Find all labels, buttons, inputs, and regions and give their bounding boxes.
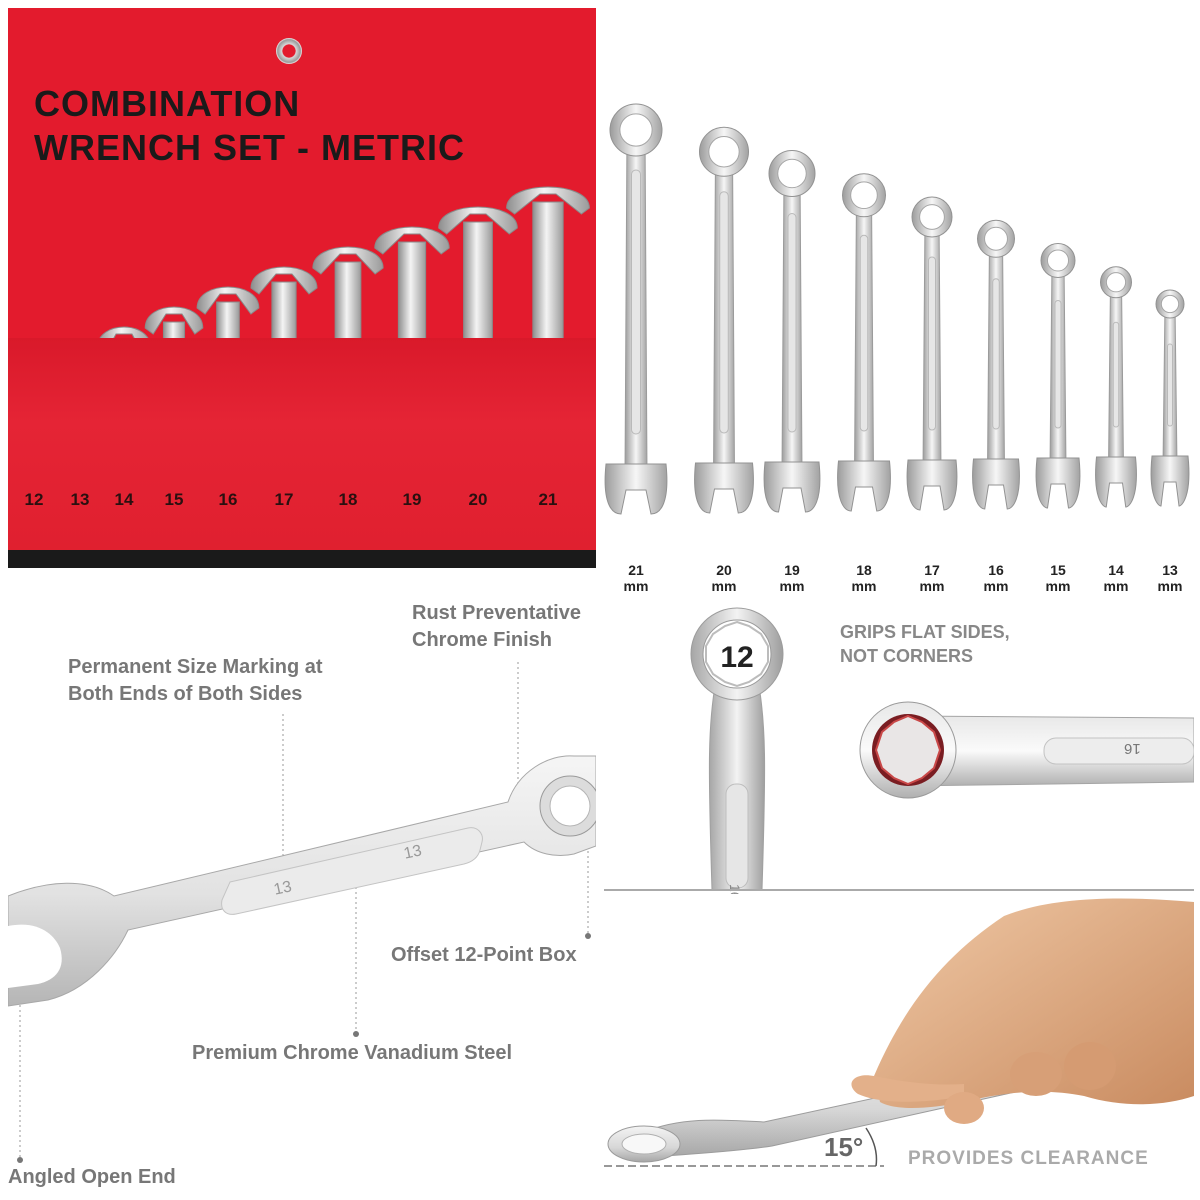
row-wrench-14 <box>1095 266 1137 508</box>
size-unit: mm <box>779 578 805 594</box>
size-value: 14 <box>1108 562 1124 578</box>
size-unit: mm <box>623 578 649 594</box>
row-wrench-19 <box>763 150 821 513</box>
steel-label: Premium Chrome Vanadium Steel <box>192 1042 513 1064</box>
pocket-label-15: 15 <box>164 490 184 509</box>
grip-text: GRIPS FLAT SIDES, NOT CORNERS <box>840 620 1010 668</box>
pocket-label-21: 21 <box>538 490 558 509</box>
hand-illustration <box>604 898 1194 1167</box>
clearance-panel: 15° PROVIDES CLEARANCE <box>604 896 1194 1196</box>
roll-title-line1: COMBINATION <box>34 83 301 124</box>
size-value: 19 <box>784 562 800 578</box>
size-value: 18 <box>856 562 872 578</box>
roll-wrench-20 <box>438 206 518 353</box>
grip-illustration: 16 <box>604 607 1194 894</box>
size-unit: mm <box>1103 578 1129 594</box>
row-wrench-15 <box>1035 243 1081 509</box>
angle-label: 15° <box>824 1132 864 1162</box>
row-wrench-13 <box>1150 289 1190 507</box>
clearance-label: PROVIDES CLEARANCE <box>908 1148 1149 1169</box>
row-wrench-20 <box>694 126 754 514</box>
size-value: 17 <box>924 562 940 578</box>
pocket-label-14: 14 <box>114 490 134 509</box>
size-mark: 13 <box>272 878 294 899</box>
pocket-label-19: 19 <box>402 490 422 509</box>
size-unit: mm <box>711 578 737 594</box>
size-value: 13 <box>1162 562 1178 578</box>
roll-binding <box>8 550 596 568</box>
grip-panel: 16 12 GRIPS FLAT SIDES, NOT CORNERS 16 <box>604 604 1194 894</box>
row-wrench-18 <box>837 173 891 512</box>
pocket-label-16: 16 <box>218 490 238 509</box>
roll-wrench-19 <box>374 226 450 353</box>
marking-label-line1: Permanent Size Marking at <box>68 656 323 678</box>
marking-label-line2: Both Ends of Both Sides <box>68 683 303 705</box>
size-unit: mm <box>919 578 945 594</box>
pocket-label-13: 13 <box>70 490 90 509</box>
roll-wrench-21 <box>506 186 590 353</box>
angled-label: Angled Open End <box>8 1166 176 1188</box>
grip-text-line2: NOT CORNERS <box>840 646 974 666</box>
size-mark-2: 13 <box>402 842 424 863</box>
grip-mark-horizontal: 16 <box>1124 740 1141 757</box>
pocket-label-17: 17 <box>274 490 294 509</box>
offset-box-label: Offset 12-Point Box <box>391 944 577 966</box>
wrench-roll-panel: COMBINATION WRENCH SET - METRIC 12 13 14 15… <box>8 8 596 568</box>
row-wrench-21 <box>604 103 668 515</box>
size-unit: mm <box>1157 578 1183 594</box>
rust-label-line1: Rust Preventative <box>412 602 581 624</box>
size-unit: mm <box>1045 578 1071 594</box>
pocket-label-12: 12 <box>24 490 44 509</box>
pocket-label-18: 18 <box>338 490 358 509</box>
size-unit: mm <box>851 578 877 594</box>
roll-wrench-18 <box>312 246 384 353</box>
features-panel: Rust Preventative Chrome Finish Permanen… <box>8 596 596 1196</box>
grommet-icon <box>276 38 302 64</box>
size-value: 15 <box>1050 562 1066 578</box>
roll-title-line2: WRENCH SET - METRIC <box>34 127 465 168</box>
rust-label-line2: Chrome Finish <box>412 629 553 651</box>
roll-pocket <box>8 338 596 550</box>
row-wrench-16 <box>972 219 1020 510</box>
grip-text-line1: GRIPS FLAT SIDES, <box>840 622 1010 642</box>
size-value: 16 <box>988 562 1004 578</box>
size-unit: mm <box>983 578 1009 594</box>
pocket-label-20: 20 <box>468 490 488 509</box>
wrench-row <box>604 103 1190 515</box>
twelve-point-badge: 12 <box>720 641 754 674</box>
size-value: 21 <box>628 562 644 578</box>
feature-wrench <box>8 662 596 1163</box>
size-value: 20 <box>716 562 732 578</box>
roll-title: COMBINATION WRENCH SET - METRIC <box>34 82 465 170</box>
row-wrench-17 <box>906 196 958 511</box>
